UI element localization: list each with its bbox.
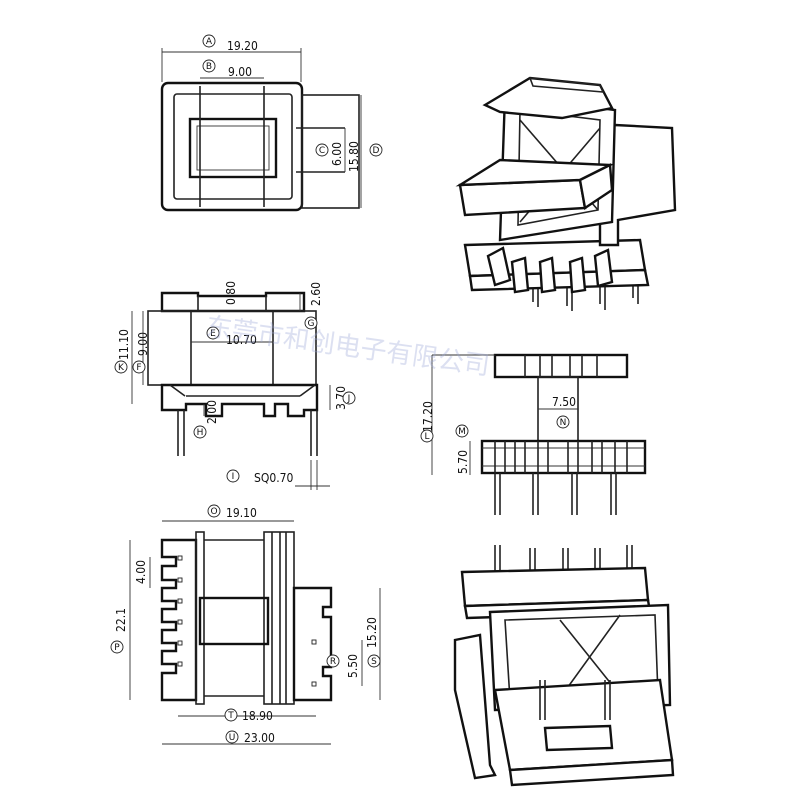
- dim-m-value: 5.70: [456, 450, 470, 474]
- isometric-view-bottom: [453, 545, 675, 787]
- company-watermark: 东莞市和创电子有限公司: [204, 312, 491, 382]
- bottom-view: [129, 520, 381, 745]
- label-g: G: [308, 319, 315, 329]
- dim-l-value: 17.20: [421, 401, 435, 432]
- dim-k-value: 11.10: [117, 329, 131, 360]
- label-f: F: [136, 363, 141, 373]
- dim-t-value: 18.90: [242, 709, 273, 723]
- label-o: O: [210, 507, 217, 517]
- dim-n-value: 7.50: [552, 395, 576, 409]
- label-u: U: [229, 733, 236, 743]
- isometric-view-top: [455, 76, 677, 311]
- dim-wall-value: 0.80: [224, 281, 238, 305]
- label-a: A: [206, 37, 213, 47]
- side-view: [431, 353, 647, 515]
- label-b: B: [206, 62, 212, 72]
- label-r: R: [330, 657, 336, 667]
- dim-c-value: 6.00: [330, 142, 344, 166]
- label-l: L: [424, 432, 429, 442]
- label-n: N: [560, 418, 567, 428]
- label-c: C: [319, 146, 325, 156]
- dim-s-value: 15.20: [365, 617, 379, 648]
- dim-a-value: 19.20: [227, 39, 258, 53]
- dim-e-value: 10.70: [226, 333, 257, 347]
- front-view: [131, 291, 331, 490]
- dim-i-value: SQ0.70: [254, 471, 294, 485]
- label-j: J: [347, 394, 351, 404]
- dim-j-value: 3.70: [334, 386, 348, 410]
- dim-d-value: 15.80: [347, 141, 361, 172]
- label-m: M: [458, 427, 466, 437]
- dim-h-value: 2.00: [205, 400, 219, 424]
- label-k: K: [118, 363, 125, 373]
- dim-o-value: 19.10: [226, 506, 257, 520]
- top-view: [160, 48, 362, 212]
- label-t: T: [227, 711, 234, 721]
- label-p: P: [114, 643, 120, 653]
- label-e: E: [210, 329, 216, 339]
- label-d: D: [373, 146, 380, 156]
- dim-u-value: 23.00: [244, 731, 275, 745]
- dim-f-value: 9.00: [136, 332, 150, 356]
- label-h: H: [197, 428, 204, 438]
- dim-g-value: 2.60: [309, 282, 323, 306]
- dim-r-value: 5.50: [346, 654, 360, 678]
- dim-q-value: 4.00: [134, 560, 148, 584]
- dim-p-value: 22.1: [114, 608, 128, 632]
- dim-b-value: 9.00: [228, 65, 252, 79]
- label-i: I: [232, 472, 235, 482]
- label-s: S: [371, 657, 377, 667]
